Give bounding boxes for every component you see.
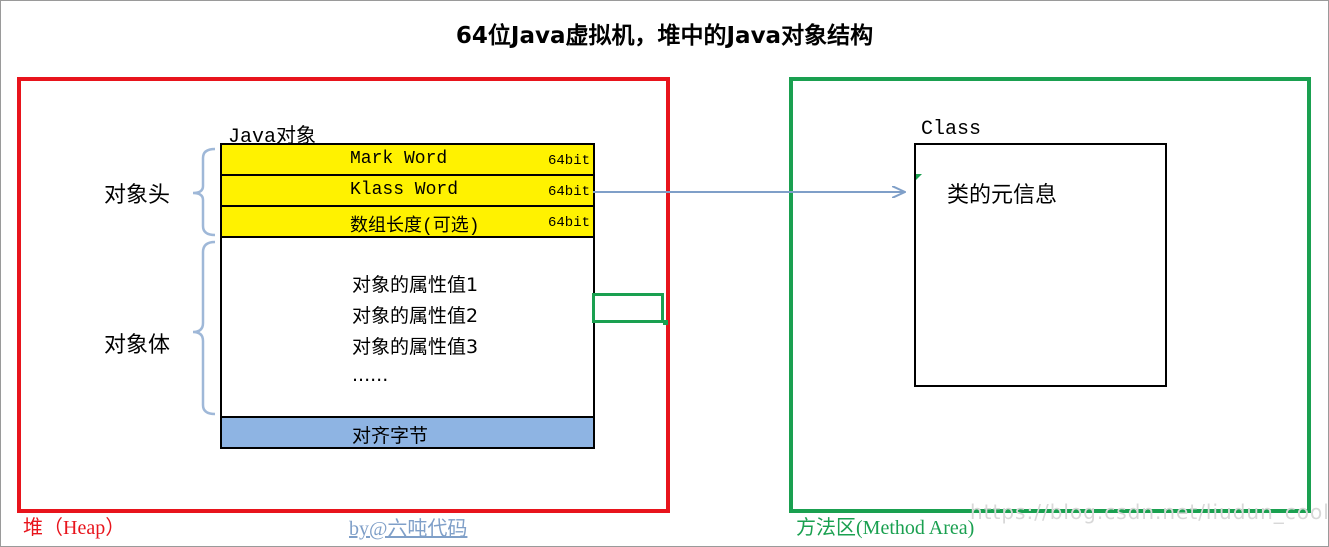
attribute-value-2: 对象的属性值2 (352, 305, 479, 327)
diagram-title: 64位Java虚拟机，堆中的Java对象结构 (455, 23, 874, 49)
klass-word-row: Klass Word 64bit (222, 176, 593, 207)
padding-row: 对齐字节 (222, 416, 593, 447)
class-box (914, 143, 1167, 387)
green-marker-box (592, 293, 664, 323)
mark-word-label: Mark Word (350, 149, 448, 169)
java-object-box: Mark Word 64bit Klass Word 64bit 数组长度(可选… (220, 143, 595, 449)
array-length-bits: 64bit (547, 215, 590, 231)
heap-region (17, 77, 670, 513)
class-metadata-label: 类的元信息 (947, 183, 1058, 208)
mark-word-row: Mark Word 64bit (222, 145, 593, 176)
header-brace (192, 147, 216, 237)
object-body-area: 对象的属性值1 对象的属性值2 对象的属性值3 ...... (222, 238, 593, 416)
mark-word-bits: 64bit (547, 153, 590, 169)
array-length-row: 数组长度(可选) 64bit (222, 207, 593, 238)
klass-word-label: Klass Word (350, 180, 459, 200)
credit-link[interactable]: by@六吨代码 (349, 518, 468, 540)
klass-word-bits: 64bit (547, 184, 590, 200)
attribute-value-1: 对象的属性值1 (352, 274, 479, 296)
object-body-label: 对象体 (104, 333, 171, 358)
method-area-region (789, 77, 1311, 513)
class-box-corner-mark (916, 174, 922, 180)
attribute-value-3: 对象的属性值3 (352, 336, 479, 358)
green-marker-handle (663, 320, 668, 325)
body-brace (192, 240, 216, 416)
method-area-label: 方法区(Method Area) (796, 517, 975, 539)
object-header-label: 对象头 (104, 183, 171, 208)
attribute-ellipsis: ...... (352, 364, 389, 386)
padding-label: 对齐字节 (352, 425, 429, 447)
array-length-label: 数组长度(可选) (350, 217, 480, 237)
heap-label: 堆（Heap） (23, 517, 126, 539)
watermark: https://blog.csdn.net/liudun_cool (970, 500, 1329, 524)
class-label: Class (921, 118, 982, 141)
